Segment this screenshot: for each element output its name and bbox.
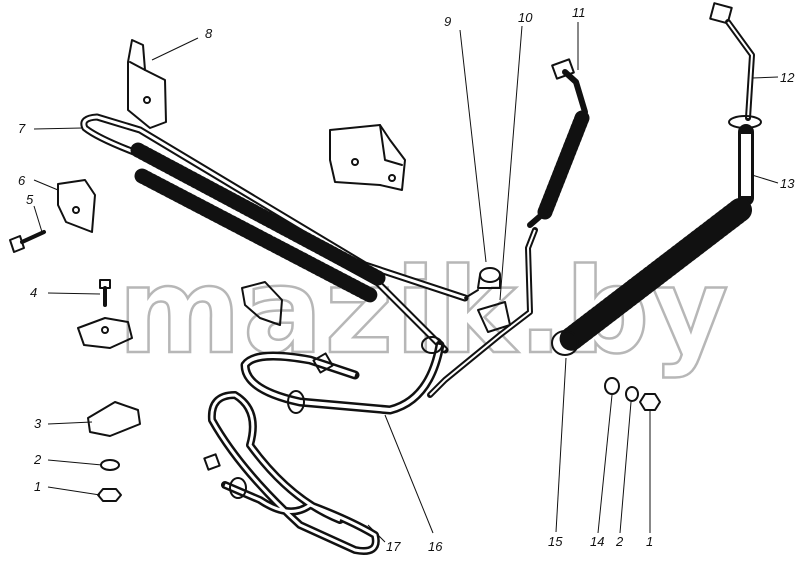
callout-11: 11 [572,5,586,20]
nut-1-right [639,393,661,411]
nut-1 [97,488,122,502]
callout-16: 16 [428,539,443,554]
bracket-8 [127,39,167,129]
callout-2-right: 2 [615,534,624,549]
callout-labels: 1 2 3 4 5 6 7 8 9 10 11 12 13 14 2 1 15 … [18,5,795,554]
callout-12: 12 [780,70,795,85]
clamp-plate-3 [87,401,141,437]
pipe-17 [203,391,380,555]
bolt-5 [9,230,46,253]
seal-ring-14 [604,377,620,395]
bracket-center [329,124,406,191]
callout-3: 3 [34,416,42,431]
callout-5: 5 [26,192,34,207]
bolt-4 [99,279,111,307]
callout-8: 8 [205,26,213,41]
hose-11 [527,58,590,228]
cooler-tube-7 [80,113,479,354]
washer-2-right [625,386,639,402]
tube-10 [427,227,538,398]
callout-15: 15 [548,534,563,549]
tube-clamp-mid [241,281,283,326]
clamp-9 [477,267,501,289]
callout-2: 2 [33,452,42,467]
leader-lines [33,22,779,543]
corrugated-hose-15 [551,198,752,356]
washer-2 [100,459,120,471]
clamp-6 [57,179,96,233]
callout-10: 10 [518,10,533,25]
clamp-plate [77,317,133,349]
watermark-text: mazik.by [118,242,730,380]
pipe-16 [240,336,445,415]
callout-1: 1 [34,479,41,494]
callout-6: 6 [18,173,26,188]
callout-14: 14 [590,534,604,549]
callout-7: 7 [18,121,26,136]
callout-4: 4 [30,285,37,300]
callout-13: 13 [780,176,795,191]
callout-1-right: 1 [646,534,653,549]
callout-17: 17 [386,539,401,554]
callout-9: 9 [444,14,451,29]
pipe-12 [709,2,762,129]
